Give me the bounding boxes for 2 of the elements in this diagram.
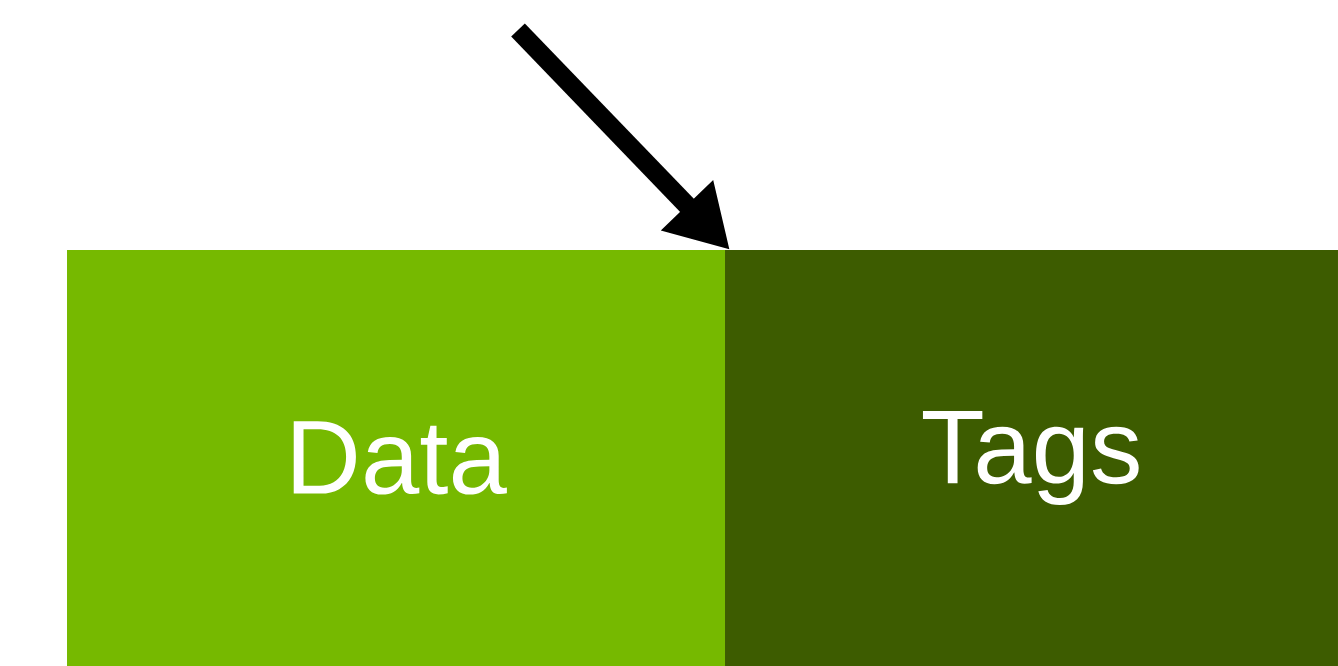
- box: Tags: [725, 250, 1338, 666]
- box: Data: [67, 250, 725, 666]
